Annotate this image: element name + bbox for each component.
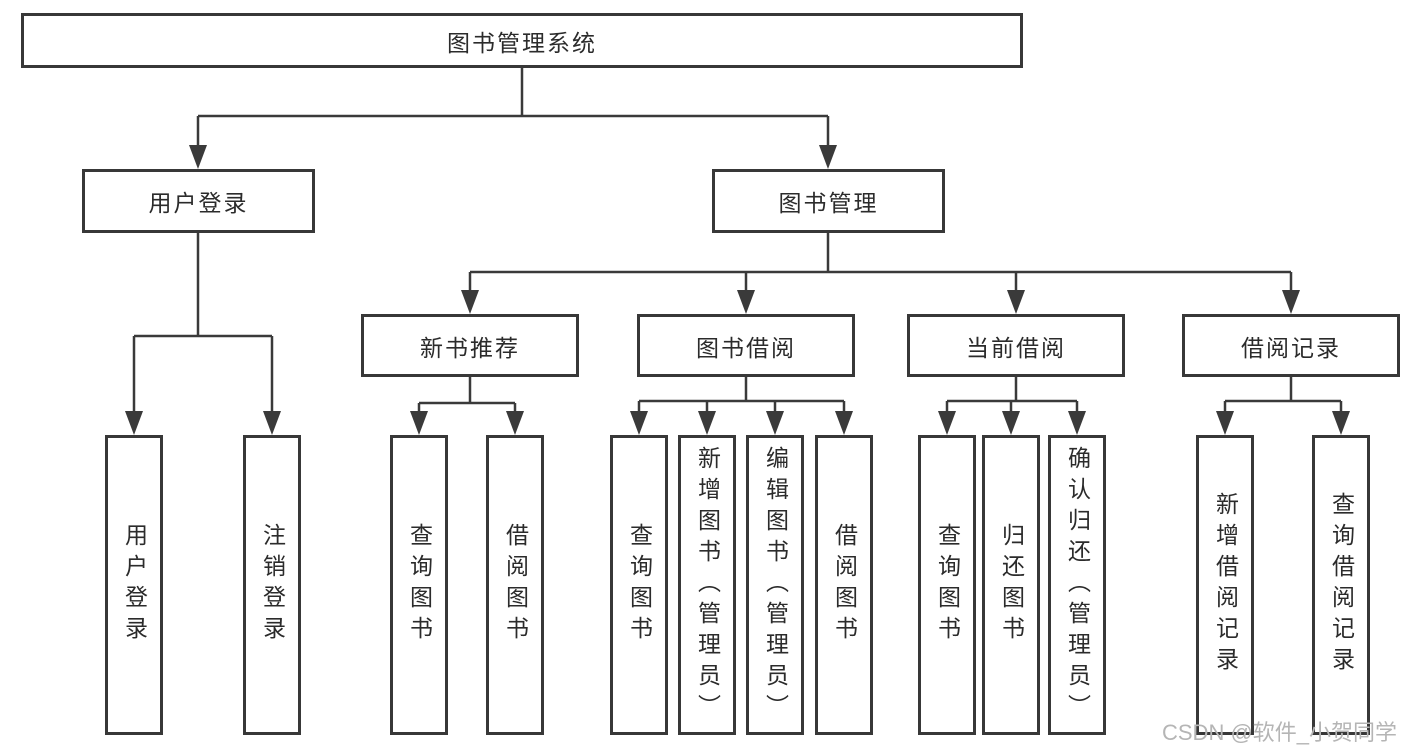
connector-root-to-level2	[196, 68, 830, 148]
leaf-label: 新增借阅记录	[1212, 492, 1239, 678]
leaf-label: 查询借阅记录	[1328, 492, 1355, 678]
node-book-management: 图书管理	[712, 169, 945, 233]
arrowhead	[506, 411, 524, 435]
node-new-book-recommend-label: 新书推荐	[420, 334, 520, 361]
node-current-borrow-label: 当前借阅	[966, 334, 1066, 361]
leaf-add-borrow-record: 新增借阅记录	[1196, 435, 1254, 735]
node-borrow-records-label: 借阅记录	[1241, 334, 1341, 361]
connector-borrow-records-to-leaves	[1223, 377, 1343, 414]
node-user-login: 用户登录	[82, 169, 315, 233]
node-current-borrow: 当前借阅	[907, 314, 1125, 377]
arrowhead	[189, 145, 207, 169]
arrowhead	[737, 290, 755, 314]
connector-new-book-to-leaves	[417, 377, 517, 414]
arrowhead	[835, 411, 853, 435]
arrowhead	[410, 411, 428, 435]
node-user-login-label: 用户登录	[148, 190, 249, 216]
arrowhead	[1007, 290, 1025, 314]
connector-book-mgmt-to-level3	[468, 233, 1293, 293]
node-book-management-label: 图书管理	[778, 190, 879, 216]
leaf-label: 新增图书（管理员）	[694, 445, 721, 725]
arrowhead	[461, 290, 479, 314]
leaf-add-books-admin: 新增图书（管理员）	[678, 435, 736, 735]
leaf-label: 查询图书	[626, 523, 653, 647]
leaf-label: 归还图书	[998, 523, 1025, 647]
arrowhead	[1002, 411, 1020, 435]
leaf-edit-books-admin: 编辑图书（管理员）	[746, 435, 804, 735]
leaf-label: 查询图书	[934, 523, 961, 647]
leaf-label: 借阅图书	[502, 523, 529, 647]
arrowhead	[1068, 411, 1086, 435]
leaf-label: 编辑图书（管理员）	[762, 445, 789, 725]
arrowhead	[1216, 411, 1234, 435]
arrowhead	[630, 411, 648, 435]
arrowhead	[263, 411, 281, 435]
arrowhead	[125, 411, 143, 435]
arrowhead	[698, 411, 716, 435]
leaf-label: 查询图书	[406, 523, 433, 647]
connector-current-borrow-to-leaves	[945, 377, 1079, 414]
node-root-label: 图书管理系统	[447, 29, 597, 56]
arrowhead	[1282, 290, 1300, 314]
arrowhead	[938, 411, 956, 435]
node-borrow-records: 借阅记录	[1182, 314, 1400, 377]
leaf-logout: 注销登录	[243, 435, 301, 735]
leaf-query-books-current: 查询图书	[918, 435, 976, 735]
connector-user-login-to-leaves	[132, 233, 274, 414]
node-book-borrow: 图书借阅	[637, 314, 855, 377]
arrowhead	[1332, 411, 1350, 435]
leaf-label: 确认归还（管理员）	[1064, 445, 1091, 725]
leaf-confirm-return-admin: 确认归还（管理员）	[1048, 435, 1106, 735]
arrowhead	[766, 411, 784, 435]
leaf-borrow-books: 借阅图书	[815, 435, 873, 735]
leaf-return-books: 归还图书	[982, 435, 1040, 735]
csdn-watermark: CSDN @软件_小贺同学	[1162, 720, 1398, 745]
leaf-user-login: 用户登录	[105, 435, 163, 735]
leaf-query-books-recommend: 查询图书	[390, 435, 448, 735]
leaf-label: 注销登录	[259, 523, 286, 647]
arrowhead	[819, 145, 837, 169]
leaf-label: 用户登录	[121, 523, 148, 647]
leaf-query-books-borrow: 查询图书	[610, 435, 668, 735]
node-root: 图书管理系统	[21, 13, 1023, 68]
node-new-book-recommend: 新书推荐	[361, 314, 579, 377]
leaf-borrow-books-recommend: 借阅图书	[486, 435, 544, 735]
leaf-query-borrow-record: 查询借阅记录	[1312, 435, 1370, 735]
connector-book-borrow-to-leaves	[637, 377, 846, 414]
leaf-label: 借阅图书	[831, 523, 858, 647]
node-book-borrow-label: 图书借阅	[696, 334, 796, 361]
